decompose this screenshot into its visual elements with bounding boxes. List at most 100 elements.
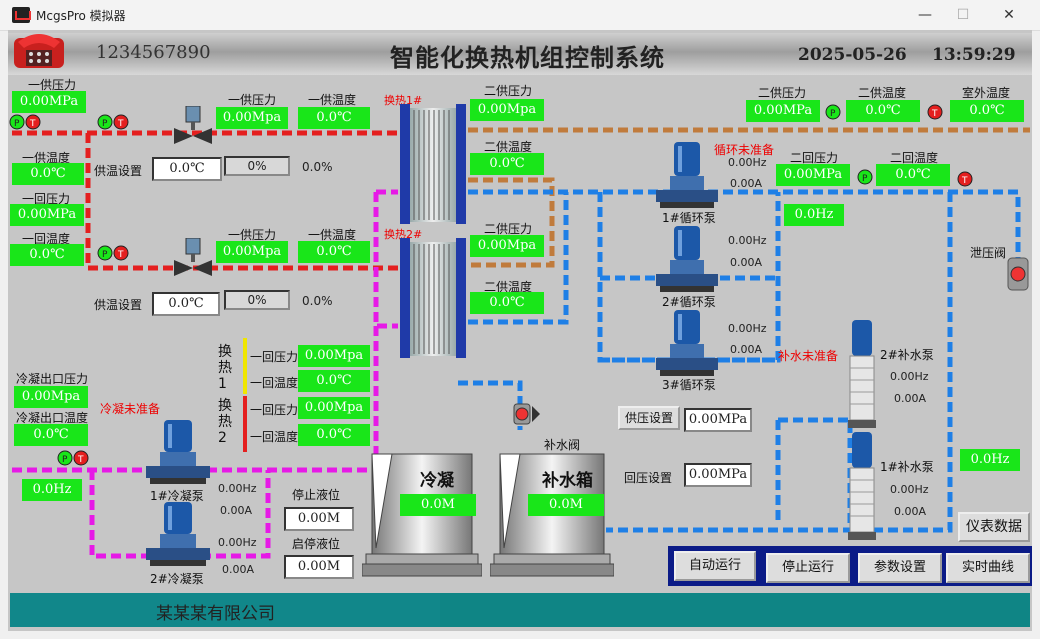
makeup-pump-name: 1#补水泵 bbox=[880, 460, 934, 474]
condensate-status: 冷凝未准备 bbox=[100, 402, 161, 416]
start-level-input[interactable]: 0.00M bbox=[284, 555, 354, 579]
sec-sup-temp-label: 二供温度 bbox=[858, 86, 907, 100]
window-title: McgsPro 模拟器 bbox=[36, 9, 126, 23]
hx1-sup-pressure-label: 二供压力 bbox=[484, 84, 533, 98]
valve1-temp-value: 0.0℃ bbox=[298, 107, 370, 129]
valve2-opening-bar: 0% bbox=[224, 290, 290, 310]
hx-return-value: 0.0℃ bbox=[298, 424, 370, 446]
svg-text:T: T bbox=[29, 119, 36, 129]
circ-pump-3-icon[interactable] bbox=[656, 310, 718, 378]
cond-pump-1-icon[interactable] bbox=[146, 420, 210, 486]
svg-text:T: T bbox=[961, 176, 968, 186]
pressure-sensor-icon: P bbox=[857, 169, 873, 185]
valve2-setpoint-label: 供温设置 bbox=[94, 298, 143, 312]
primary-return-temp-label: 一回温度 bbox=[22, 232, 71, 246]
condensate-tank-level: 0.0M bbox=[400, 494, 476, 516]
primary-pipes bbox=[12, 130, 398, 271]
cond-pump-amps: 0.00A bbox=[220, 504, 253, 517]
hx-return-label: 一回温度 bbox=[250, 376, 299, 390]
outdoor-temp-label: 室外温度 bbox=[962, 86, 1011, 100]
primary-supply-temp-value: 0.0℃ bbox=[12, 163, 84, 185]
primary-supply-pressure-label: 一供压力 bbox=[28, 78, 77, 92]
stop-level-label: 停止液位 bbox=[292, 488, 341, 502]
control-valve-2-icon[interactable] bbox=[172, 238, 216, 278]
device-serial: 1234567890 bbox=[96, 42, 211, 63]
realtime-curve-button[interactable]: 实时曲线 bbox=[946, 553, 1030, 583]
return-pressure-set-input[interactable]: 0.00MPa bbox=[684, 463, 752, 487]
hx1-sup-temp-label: 二供温度 bbox=[484, 140, 533, 154]
makeup-pump-1-icon[interactable] bbox=[846, 432, 878, 542]
makeup-pump-2-icon[interactable] bbox=[846, 320, 878, 430]
circ-pump-2-icon[interactable] bbox=[656, 226, 718, 294]
primary-return-pressure-value: 0.00MPa bbox=[10, 204, 84, 226]
circ-pump-name: 3#循环泵 bbox=[662, 378, 716, 392]
circ-pump-amps: 0.00A bbox=[730, 177, 763, 190]
header-bar bbox=[8, 33, 1032, 75]
relief-valve-icon[interactable] bbox=[1004, 254, 1032, 294]
valve1-opening-bar: 0% bbox=[224, 156, 290, 176]
makeup-pump-name: 2#补水泵 bbox=[880, 348, 934, 362]
instrument-data-button[interactable]: 仪表数据 bbox=[958, 512, 1030, 542]
supply-pressure-set-button[interactable]: 供压设置 bbox=[618, 406, 680, 430]
primary-supply-temp-label: 一供温度 bbox=[22, 151, 71, 165]
cond-out-pressure-value: 0.00Mpa bbox=[14, 386, 88, 408]
cond-out-pressure-label: 冷凝出口压力 bbox=[16, 372, 89, 386]
parameter-settings-button[interactable]: 参数设置 bbox=[858, 553, 942, 583]
stop-level-input[interactable]: 0.00M bbox=[284, 507, 354, 531]
hx2-sup-pressure-label: 二供压力 bbox=[484, 222, 533, 236]
hx2-indicator bbox=[243, 396, 247, 452]
makeup-valve-icon[interactable] bbox=[512, 396, 542, 432]
hx2-sup-pressure-value: 0.00Mpa bbox=[470, 235, 544, 257]
makeup-pump-amps: 0.00A bbox=[894, 392, 927, 405]
company-name: 某某某有限公司 bbox=[156, 604, 275, 624]
svg-text:P: P bbox=[830, 109, 836, 119]
svg-text:P: P bbox=[862, 174, 868, 184]
hx2-sup-temp-label: 二供温度 bbox=[484, 280, 533, 294]
cond-pump-2-icon[interactable] bbox=[146, 502, 210, 568]
hx-return-label: 一回压力 bbox=[250, 403, 299, 417]
sec-ret-temp-label: 二回温度 bbox=[890, 151, 939, 165]
sec-ret-pressure-label: 二回压力 bbox=[790, 151, 839, 165]
cond-out-temp-label: 冷凝出口温度 bbox=[16, 411, 89, 425]
valve2-feedback: 0.0% bbox=[302, 294, 333, 308]
circ-pump-name: 2#循环泵 bbox=[662, 295, 716, 309]
circ-pump-hz: 0.00Hz bbox=[728, 156, 767, 169]
start-level-label: 启停液位 bbox=[292, 537, 341, 551]
app-icon bbox=[12, 7, 31, 23]
close-button[interactable]: ✕ bbox=[1003, 7, 1015, 23]
outdoor-temp-value: 0.0℃ bbox=[950, 100, 1024, 122]
auto-run-button[interactable]: 自动运行 bbox=[674, 551, 756, 581]
cond-pump-name: 1#冷凝泵 bbox=[150, 489, 204, 503]
cond-pump-hz: 0.00Hz bbox=[218, 536, 257, 549]
minimize-button[interactable]: — bbox=[918, 7, 932, 23]
circ-pump-1-icon[interactable] bbox=[656, 142, 718, 210]
secondary-supply-pipes bbox=[468, 127, 1030, 268]
hx1-sup-temp-value: 0.0℃ bbox=[470, 153, 544, 175]
valve2-setpoint-input[interactable]: 0.0℃ bbox=[152, 292, 220, 316]
supply-pressure-set-input[interactable]: 0.00MPa bbox=[684, 408, 752, 432]
relief-valve-label: 泄压阀 bbox=[970, 246, 1007, 260]
hx1-side-label: 换热1 bbox=[218, 344, 232, 392]
circ-pump-hz: 0.00Hz bbox=[728, 322, 767, 335]
control-valve-1-icon[interactable] bbox=[172, 106, 216, 146]
makeup-frequency: 0.0Hz bbox=[960, 449, 1020, 471]
valve1-temp-label: 一供温度 bbox=[308, 93, 357, 107]
valve1-setpoint-input[interactable]: 0.0℃ bbox=[152, 157, 222, 181]
hx-return-label: 一回温度 bbox=[250, 430, 299, 444]
valve1-setpoint-label: 供温设置 bbox=[94, 164, 143, 178]
current-date: 2025-05-26 bbox=[798, 45, 907, 65]
sec-sup-temp-value: 0.0℃ bbox=[846, 100, 920, 122]
circ-pump-name: 1#循环泵 bbox=[662, 211, 716, 225]
makeup-pump-hz: 0.00Hz bbox=[890, 370, 929, 383]
hx2-label: 换热2# bbox=[384, 228, 423, 241]
circ-pump-hz: 0.00Hz bbox=[728, 234, 767, 247]
hx1-label: 换热1# bbox=[384, 94, 423, 107]
hx2-sup-temp-value: 0.0℃ bbox=[470, 292, 544, 314]
maximize-button[interactable]: ☐ bbox=[956, 7, 970, 23]
primary-return-pressure-label: 一回压力 bbox=[22, 192, 71, 206]
hx1-sup-pressure-value: 0.00Mpa bbox=[470, 99, 544, 121]
svg-text:T: T bbox=[77, 455, 84, 465]
stop-run-button[interactable]: 停止运行 bbox=[766, 553, 850, 583]
